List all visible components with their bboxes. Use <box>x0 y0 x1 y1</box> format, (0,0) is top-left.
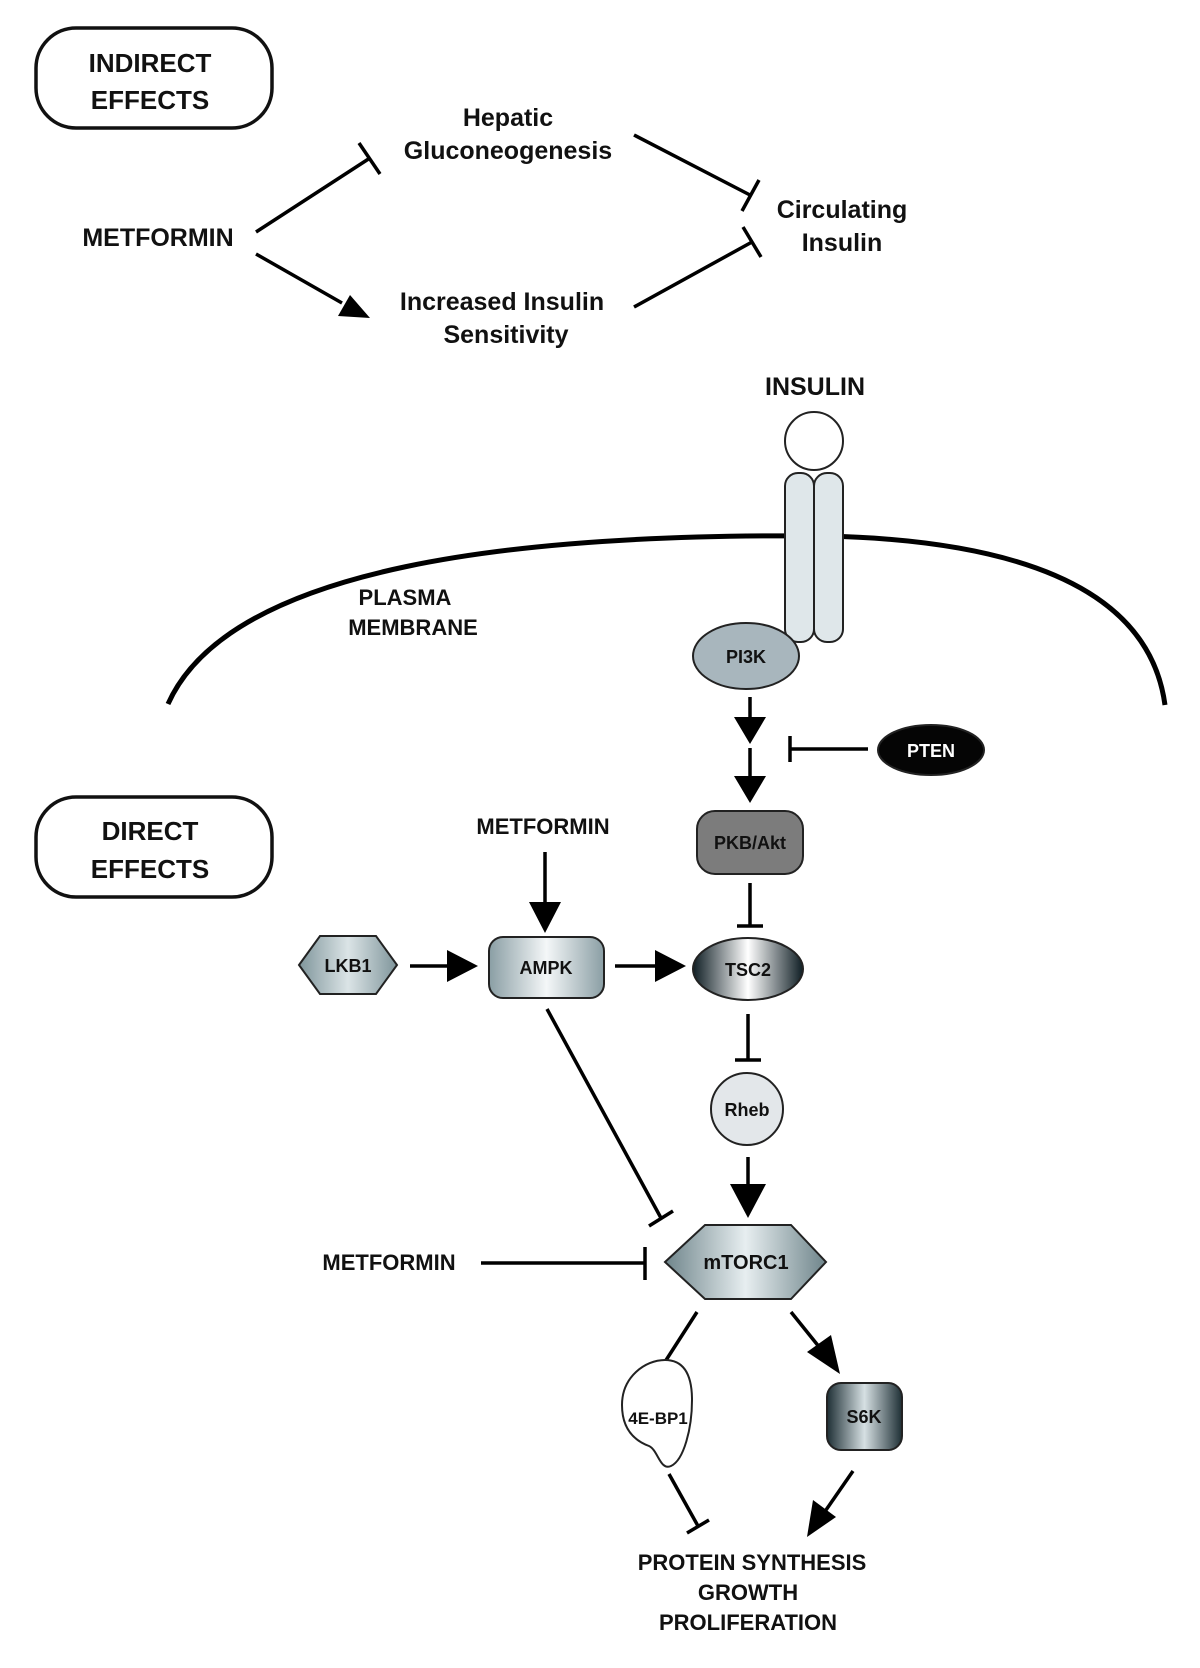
insulin-label: INSULIN <box>765 373 865 401</box>
tsc2-label: TSC2 <box>725 960 771 980</box>
indirect-effects-box <box>34 26 274 130</box>
4ebp1-label: 4E-BP1 <box>628 1409 688 1428</box>
inhibit-akt-tsc2 <box>737 883 763 928</box>
inhibit-tsc2-rheb <box>735 1014 761 1062</box>
inhibit-hepatic-circulating <box>633 133 761 212</box>
circulating-label-line2: Insulin <box>802 229 883 257</box>
rheb-label: Rheb <box>725 1100 770 1120</box>
inhibit-ampk-mtorc1 <box>545 1008 674 1228</box>
metformin-left-label: METFORMIN <box>322 1250 455 1275</box>
arrow-pi3k-down-2 <box>734 748 766 803</box>
inhibit-metformin-mtorc1 <box>481 1247 647 1280</box>
outcome-protein-synthesis: PROTEIN SYNTHESIS <box>638 1550 867 1575</box>
inhibit-mtorc1-4ebp1 <box>647 1311 699 1370</box>
arrow-rheb-mtorc1 <box>730 1157 766 1218</box>
sensitivity-label-line1: Increased Insulin <box>400 288 604 316</box>
inhibit-metformin-hepatic <box>255 142 382 234</box>
arrow-metformin-sensitivity <box>255 252 370 318</box>
arrow-metformin-ampk <box>529 852 561 933</box>
arrow-mtorc1-s6k <box>789 1310 840 1374</box>
plasma-membrane-label-line1: PLASMA <box>359 585 452 610</box>
metformin-indirect-label: METFORMIN <box>82 224 233 252</box>
pten-label: PTEN <box>907 741 955 761</box>
mtorc1-label: mTORC1 <box>703 1252 788 1274</box>
inhibit-pten-akt <box>788 736 868 762</box>
tsc2-node <box>692 937 804 1001</box>
s6k-label: S6K <box>846 1407 881 1427</box>
metformin-top-label: METFORMIN <box>476 814 609 839</box>
s6k-node <box>826 1382 903 1451</box>
rheb-node <box>710 1072 784 1146</box>
circulating-label-line1: Circulating <box>777 196 908 224</box>
direct-header-line2: EFFECTS <box>91 854 209 884</box>
sensitivity-label-line2: Sensitivity <box>443 321 568 349</box>
4ebp1-node <box>620 1358 694 1468</box>
arrow-lkb1-ampk <box>410 950 478 982</box>
indirect-header-line2: EFFECTS <box>91 85 209 115</box>
plasma-membrane-curve <box>165 533 1168 706</box>
ampk-node <box>488 936 605 999</box>
insulin-ligand <box>784 411 844 471</box>
pkb-akt-label: PKB/Akt <box>714 833 786 853</box>
arrow-s6k-outcomes <box>807 1470 855 1537</box>
pkb-akt-node <box>696 810 804 875</box>
lkb1-label: LKB1 <box>324 956 371 976</box>
plasma-membrane-label-line2: MEMBRANE <box>348 615 478 640</box>
outcome-proliferation: PROLIFERATION <box>659 1610 837 1635</box>
arrow-ampk-tsc2 <box>615 950 686 982</box>
hepatic-label-line1: Hepatic <box>463 104 553 132</box>
direct-effects-box <box>34 795 274 899</box>
mtorc1-node <box>663 1224 828 1300</box>
insulin-receptor <box>784 411 844 643</box>
ampk-label: AMPK <box>520 958 573 978</box>
arrow-pi3k-down-1 <box>734 697 766 744</box>
pi3k-label: PI3K <box>726 647 766 667</box>
indirect-header-line1: INDIRECT <box>89 48 212 78</box>
hepatic-label-line2: Gluconeogenesis <box>404 137 612 165</box>
lkb1-node <box>297 935 399 995</box>
inhibit-4ebp1-outcomes <box>667 1473 710 1535</box>
direct-header-line1: DIRECT <box>102 816 199 846</box>
pi3k-node <box>692 622 800 690</box>
outcome-growth: GROWTH <box>698 1580 798 1605</box>
inhibit-sensitivity-circulating <box>633 226 763 309</box>
pten-node <box>877 724 985 776</box>
